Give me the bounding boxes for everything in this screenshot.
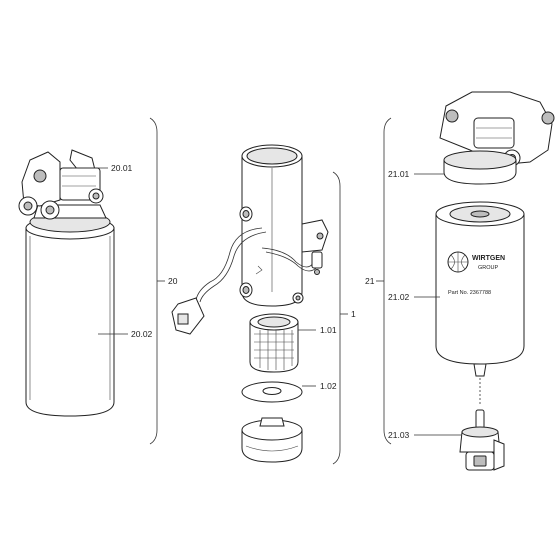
- label-20-02: 20.02: [131, 329, 153, 339]
- label-1-02: 1.02: [320, 381, 337, 391]
- bracket-20: [149, 117, 158, 445]
- bracket-21: [383, 117, 392, 445]
- label-21: 21: [365, 276, 375, 286]
- bracket-1: [332, 171, 341, 465]
- spin-on-filter-21-02: WIRTGEN GROUP Part No. 2367788: [435, 201, 525, 377]
- label-21-01: 21.01: [388, 169, 410, 179]
- water-separator-assembly-21: WIRTGEN GROUP Part No. 2367788: [435, 91, 555, 471]
- fuel-pump-assembly-1: [171, 144, 329, 463]
- pump-gasket-1-02: [241, 381, 303, 403]
- wirtgen-group-logo: WIRTGEN GROUP: [447, 251, 505, 273]
- label-20-01: 20.01: [111, 163, 133, 173]
- label-1-01: 1.01: [320, 325, 337, 335]
- pump-cover-cup: [241, 417, 303, 463]
- label-20: 20: [168, 276, 178, 286]
- drain-valve-21-03: [459, 409, 505, 471]
- filter-canister-20-02: [25, 216, 115, 417]
- pump-body: [239, 144, 329, 307]
- filter-head-20-01: [18, 149, 111, 233]
- seal-ring-21-01: [443, 150, 517, 185]
- logo-text-brand: WIRTGEN: [472, 255, 505, 262]
- logo-text-group: GROUP: [478, 265, 499, 271]
- pump-filter-element-1-01: [249, 313, 299, 373]
- fuel-filter-assembly-20: [18, 149, 115, 417]
- filter-part-number: Part No. 2367788: [448, 290, 491, 296]
- label-1: 1: [351, 309, 356, 319]
- label-21-03: 21.03: [388, 430, 410, 440]
- wiring-harness: [171, 227, 323, 335]
- label-21-02: 21.02: [388, 292, 410, 302]
